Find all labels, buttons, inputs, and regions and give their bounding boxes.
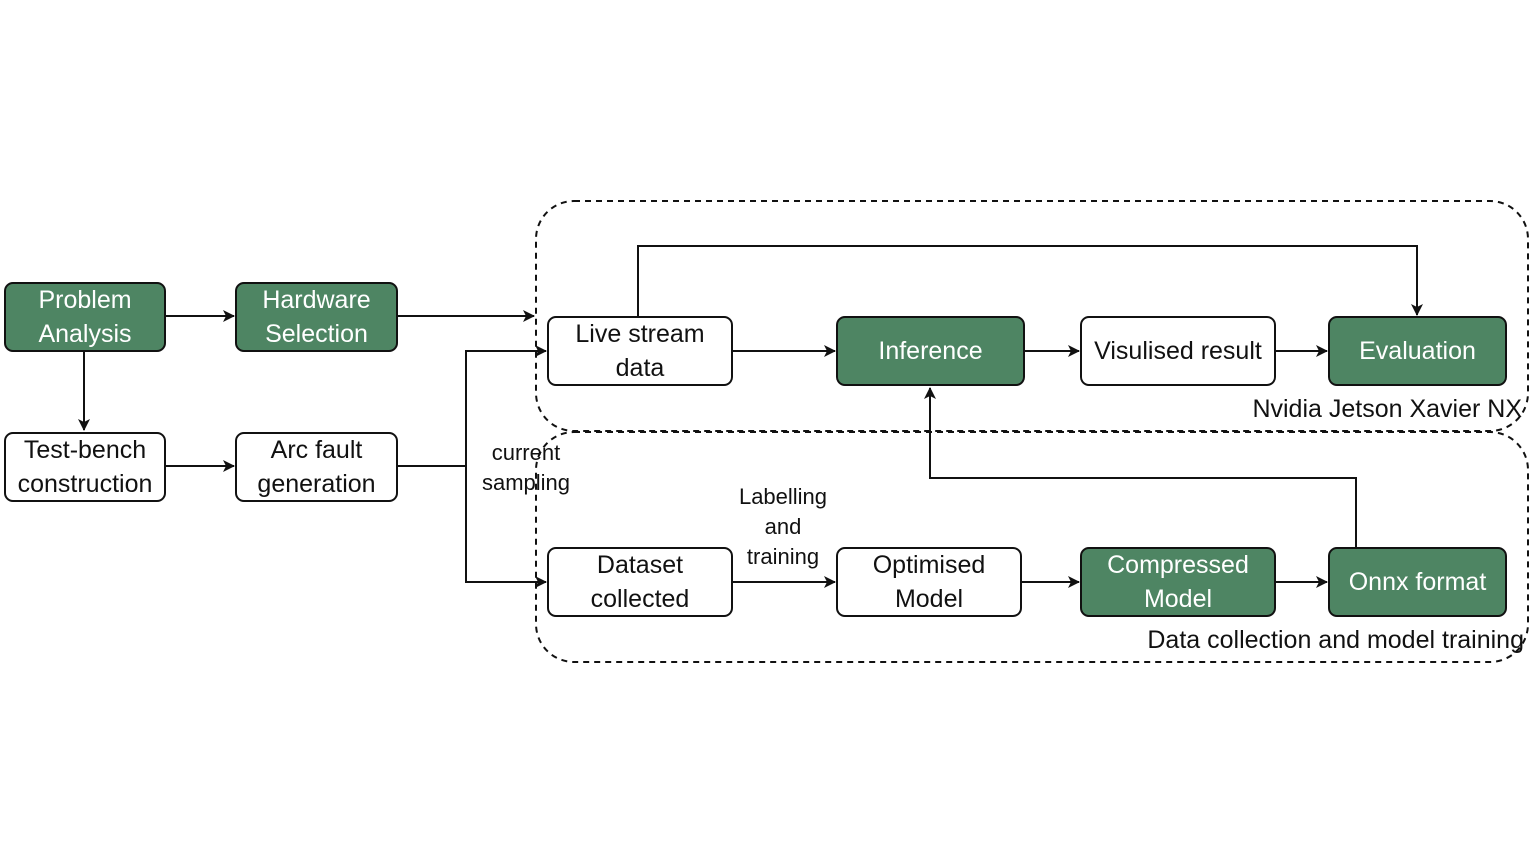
node-hardware-selection-label: Hardware Selection [262, 286, 371, 348]
group-label-jetson: Nvidia Jetson Xavier NX [1252, 395, 1522, 423]
node-dataset-collected: Dataset collected [547, 547, 733, 617]
node-compressed-model-label: Compressed Model [1107, 551, 1249, 613]
edge-onnx-to-inference [924, 387, 1357, 547]
node-onnx-format-label: Onnx format [1348, 568, 1487, 596]
node-onnx-format: Onnx format [1328, 547, 1507, 617]
edge-livestream-to-evaluation [637, 245, 1423, 316]
node-optimised-model-label: Optimised Model [872, 551, 986, 613]
node-optimised-model: Optimised Model [836, 547, 1022, 617]
node-arc-fault-label: Arc fault generation [257, 436, 376, 498]
node-test-bench-label: Test-bench construction [17, 436, 153, 498]
node-compressed-model: Compressed Model [1080, 547, 1276, 617]
node-inference: Inference [836, 316, 1025, 386]
node-arc-fault: Arc fault generation [235, 432, 398, 502]
node-problem-analysis-label: Problem Analysis [38, 286, 132, 348]
node-live-stream: Live stream data [547, 316, 733, 386]
node-evaluation-label: Evaluation [1359, 337, 1476, 365]
edge-sampling-to-dataset [465, 466, 547, 588]
node-test-bench: Test-bench construction [4, 432, 166, 502]
edge-label-current-sampling: current sampling [481, 440, 571, 495]
node-visualised-result: Visulised result [1080, 316, 1276, 386]
node-live-stream-label: Live stream data [575, 320, 705, 382]
node-hardware-selection: Hardware Selection [235, 282, 398, 352]
node-problem-analysis: Problem Analysis [4, 282, 166, 352]
node-evaluation: Evaluation [1328, 316, 1507, 386]
node-inference-label: Inference [878, 337, 983, 365]
edge-label-labelling-training: Labelling and training [738, 484, 828, 569]
node-dataset-collected-label: Dataset collected [590, 551, 690, 613]
group-label-data-training: Data collection and model training [1147, 626, 1524, 654]
node-visualised-result-label: Visulised result [1094, 337, 1262, 365]
